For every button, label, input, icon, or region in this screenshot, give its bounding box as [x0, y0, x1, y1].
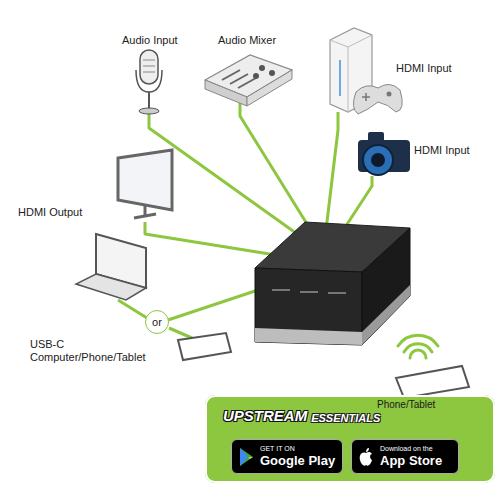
controller-dpad: [362, 93, 370, 101]
badge-text: Google Play: [260, 453, 335, 469]
game-controller: [353, 84, 402, 114]
badge-text: GET IT ONGoogle Play: [260, 444, 335, 469]
cable: [168, 290, 258, 320]
play-icon: [240, 448, 248, 466]
device-label: Audio Input: [122, 34, 178, 47]
play-icon: [238, 447, 254, 467]
store-badge: GET IT ONGoogle Play: [231, 439, 343, 474]
hub-trim: [362, 285, 410, 345]
app-panel: UPSTREAM ESSENTIALS Phone/TabletGET IT ONG…: [205, 395, 495, 483]
microphone-head: [140, 50, 158, 84]
console-light: [339, 60, 341, 96]
cable: [169, 328, 192, 338]
hub-side: [362, 228, 410, 345]
phone-tablet: [396, 366, 469, 398]
microphone-stand: [148, 92, 150, 110]
mixer-knob: [253, 73, 259, 79]
badge-text: Download on theApp Store: [380, 444, 442, 469]
tablet: [178, 333, 231, 360]
hub-button: [272, 290, 346, 293]
mixer-knob: [259, 65, 265, 71]
badge-text: Download on the: [380, 444, 442, 453]
brand-logo: ESSENTIALS: [311, 412, 380, 424]
devices: [76, 28, 469, 398]
hub-trim: [255, 328, 362, 345]
play-icon: [240, 448, 253, 466]
badge-text: GET IT ON: [260, 444, 335, 453]
device-label: HDMI Input: [414, 144, 470, 157]
microphone-grille: [143, 60, 155, 72]
badge-text: App Store: [380, 453, 442, 469]
camera-lens: [363, 145, 393, 175]
mixer-side: [247, 70, 292, 106]
device-label: USB-C Computer/Phone/Tablet: [30, 338, 170, 364]
mixer-knob: [269, 70, 275, 76]
device-label: HDMI Input: [396, 62, 452, 75]
camera-glass: [371, 153, 385, 167]
microphone-base: [139, 108, 159, 114]
monitor-stand: [134, 205, 156, 218]
laptop-keyboard: [76, 274, 146, 300]
play-icon: [248, 457, 253, 459]
controller-button: [387, 92, 392, 97]
mixer-front: [205, 80, 247, 106]
device-label: Audio Mixer: [218, 34, 276, 47]
cable: [326, 112, 338, 230]
apple-icon: [358, 447, 374, 467]
cable: [118, 300, 147, 318]
cable: [240, 100, 312, 232]
store-badge: Download on theApp Store: [351, 439, 459, 474]
device-label: HDMI Output: [18, 206, 82, 219]
game-console: [330, 28, 372, 112]
console-edge: [330, 35, 372, 112]
cable: [145, 222, 282, 256]
device-label: Phone/Tablet: [377, 399, 435, 410]
or-text: or: [152, 316, 162, 328]
or-circle: or: [145, 310, 169, 334]
hub-front: [255, 268, 362, 345]
cable: [342, 176, 372, 232]
apple-icon: [360, 448, 372, 466]
monitor-screen: [118, 150, 172, 210]
wifi-icon: [398, 335, 438, 358]
mixer-slider: [222, 70, 256, 88]
brand-logo: UPSTREAM: [223, 407, 307, 424]
microphone-yoke: [136, 70, 162, 92]
